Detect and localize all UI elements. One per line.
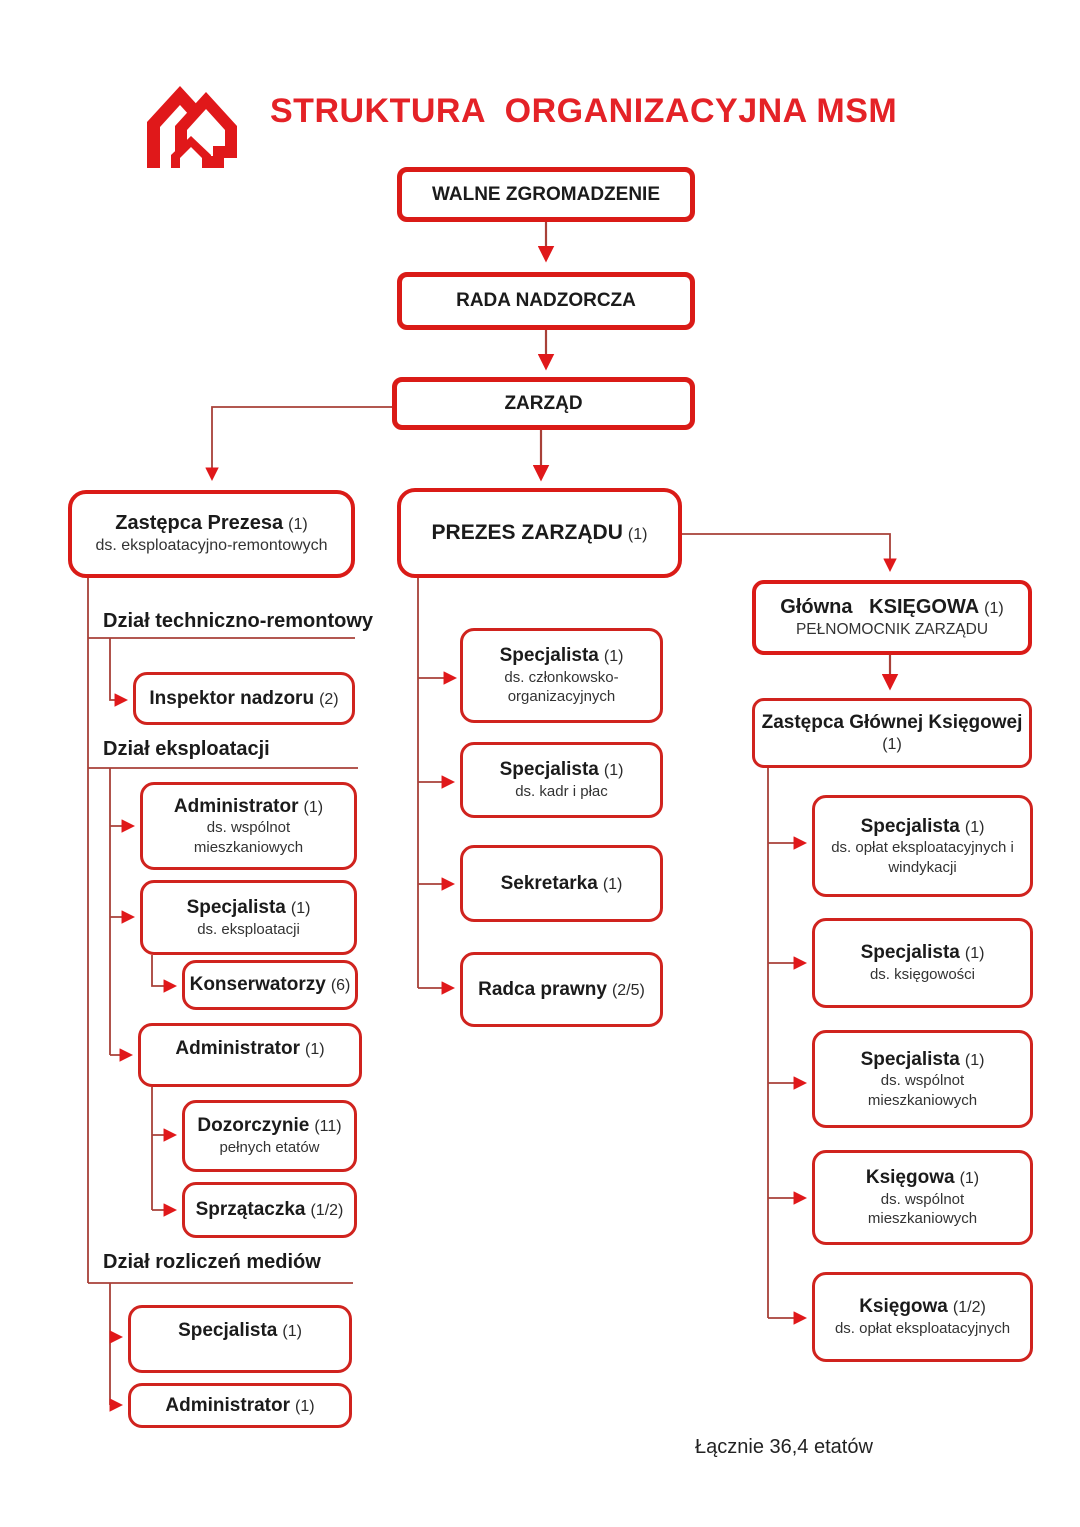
node-label: Sekretarka (500, 872, 598, 894)
node-dozorczynie: Dozorczynie(11) pełnych etatów (182, 1100, 357, 1172)
node-label: Księgowa (859, 1296, 948, 1318)
node-specjalista-oplat-windykacji: Specjalista(1) ds. opłat eksploatacyjnyc… (812, 795, 1033, 897)
node-specjalista-eksploatacji: Specjalista(1) ds. eksploatacji (140, 880, 357, 955)
node-glowna-ksiegowa: Główna KSIĘGOWA(1) PEŁNOMOCNIK ZARZĄDU (752, 580, 1032, 655)
node-count: (2) (319, 690, 339, 708)
node-count: (1) (602, 875, 623, 893)
node-zastepca-glownej-ksiegowej: Zastępca Głównej Księgowej (1) (752, 698, 1032, 768)
node-count: (1/2) (310, 1202, 344, 1220)
node-count: (1) (603, 648, 624, 666)
node-label: Sprzątaczka (195, 1199, 306, 1221)
node-subtitle: PEŁNOMOCNIK ZARZĄDU (795, 620, 989, 638)
node-label: Specjalista (860, 942, 960, 964)
node-label: Administrator (165, 1394, 290, 1416)
section-header-rozliczen-mediow: Dział rozliczeń mediów (103, 1251, 321, 1273)
node-konserwatorzy: Konserwatorzy(6) (182, 960, 358, 1010)
node-label: WALNE ZGROMADZENIE (432, 183, 660, 205)
section-header-eksploatacji: Dział eksploatacji (103, 738, 270, 760)
node-count: (1/2) (952, 1299, 986, 1317)
node-sprzataczka: Sprzątaczka(1/2) (182, 1182, 357, 1238)
node-count: (1) (295, 1397, 315, 1415)
node-specjalista-ksiegowosci: Specjalista(1) ds. księgowości (812, 918, 1033, 1008)
section-header-techniczno-remontowy: Dział techniczno-remontowy (103, 610, 374, 632)
node-count: (2/5) (611, 981, 645, 999)
node-subtitle: mieszkaniowych (193, 838, 304, 856)
node-subtitle: organizacyjnych (507, 688, 616, 706)
node-subtitle: windykacji (888, 858, 957, 876)
node-rada-nadzorcza: RADA NADZORCZA (397, 272, 695, 330)
node-count: (6) (330, 977, 351, 995)
node-subtitle: ds. eksploatacji (197, 920, 300, 938)
node-label: Zastępca Głównej Księgowej (761, 712, 1023, 734)
node-label: ZARZĄD (504, 392, 583, 414)
node-count: (1) (964, 818, 985, 836)
node-subtitle: ds. opłat eksploatacyjnych i (831, 839, 1014, 857)
total-staff-label: Łącznie 36,4 etatów (695, 1436, 873, 1458)
node-subtitle: pełnych etatów (219, 1139, 320, 1157)
node-administrator-wspolnot: Administrator(1) ds. wspólnot mieszkanio… (140, 782, 357, 870)
node-subtitle: ds. księgowości (869, 966, 976, 984)
node-prezes-zarzadu: PREZES ZARZĄDU(1) (397, 488, 682, 578)
node-ksiegowa-oplat: Księgowa(1/2) ds. opłat eksploatacyjnych (812, 1272, 1033, 1362)
node-label: Specjalista (499, 759, 599, 781)
node-radca-prawny: Radca prawny(2/5) (460, 952, 663, 1027)
page-title: STRUKTURA ORGANIZACYJNA MSM (270, 92, 898, 130)
node-sekretarka: Sekretarka(1) (460, 845, 663, 922)
node-label: Specjalista (860, 815, 960, 837)
node-count: (1) (290, 899, 311, 917)
node-label: Konserwatorzy (189, 974, 326, 996)
node-label: Specjalista (860, 1048, 960, 1070)
node-label: Specjalista (186, 896, 286, 918)
node-count: (1) (288, 516, 308, 534)
node-label: Specjalista (178, 1320, 278, 1341)
node-administrator-mediow: Administrator (1) (128, 1383, 352, 1428)
node-count: (1) (305, 1041, 325, 1058)
node-label: Dozorczynie (197, 1115, 310, 1137)
node-count: (1) (603, 762, 624, 780)
node-subtitle: ds. wspólnot (880, 1190, 965, 1208)
node-zarzad: ZARZĄD (392, 377, 695, 430)
node-administrator-2: Administrator (1) (138, 1023, 362, 1087)
node-inspektor-nadzoru: Inspektor nadzoru(2) (133, 672, 355, 725)
node-count: (1) (964, 1051, 985, 1069)
node-label: Główna KSIĘGOWA (780, 595, 980, 618)
node-label: Administrator (175, 1038, 300, 1059)
node-label: RADA NADZORCZA (456, 290, 636, 312)
node-count: (1) (303, 798, 324, 816)
node-count: (11) (314, 1118, 342, 1136)
node-subtitle: ds. wspólnot (880, 1072, 965, 1090)
node-specjalista-czlonkowsko: Specjalista(1) ds. członkowsko- organiza… (460, 628, 663, 723)
node-count: (1) (984, 599, 1004, 617)
node-subtitle: ds. członkowsko- (504, 668, 619, 686)
node-subtitle: ds. wspólnot (206, 819, 291, 837)
node-subtitle: mieszkaniowych (867, 1091, 978, 1109)
node-specjalista-kadr: Specjalista(1) ds. kadr i płac (460, 742, 663, 818)
msm-logo-icon (147, 86, 237, 168)
node-count: (1) (959, 1170, 980, 1188)
node-count: (1) (282, 1323, 302, 1340)
node-label: PREZES ZARZĄDU (431, 520, 623, 544)
node-label: Specjalista (499, 645, 599, 667)
node-ksiegowa-wspolnot: Księgowa(1) ds. wspólnot mieszkaniowych (812, 1150, 1033, 1245)
node-subtitle: ds. opłat eksploatacyjnych (834, 1320, 1011, 1338)
node-subtitle: ds. eksploatacyjno-remontowych (95, 537, 328, 555)
node-count: (1) (882, 735, 902, 753)
node-subtitle: mieszkaniowych (867, 1210, 978, 1228)
node-walne-zgromadzenie: WALNE ZGROMADZENIE (397, 167, 695, 222)
node-count: (1) (627, 525, 648, 543)
node-label: Inspektor nadzoru (149, 687, 315, 709)
node-label: Księgowa (865, 1167, 955, 1189)
node-label: Zastępca Prezesa (115, 512, 284, 535)
node-subtitle: ds. kadr i płac (515, 783, 608, 801)
node-specjalista-mediow: Specjalista(1) (128, 1305, 352, 1373)
node-zastepca-prezesa: Zastępca Prezesa(1) ds. eksploatacyjno-r… (68, 490, 355, 578)
node-count: (1) (964, 945, 985, 963)
node-specjalista-wspolnot: Specjalista(1) ds. wspólnot mieszkaniowy… (812, 1030, 1033, 1128)
node-label: Radca prawny (478, 978, 607, 1000)
node-label: Administrator (173, 795, 299, 817)
